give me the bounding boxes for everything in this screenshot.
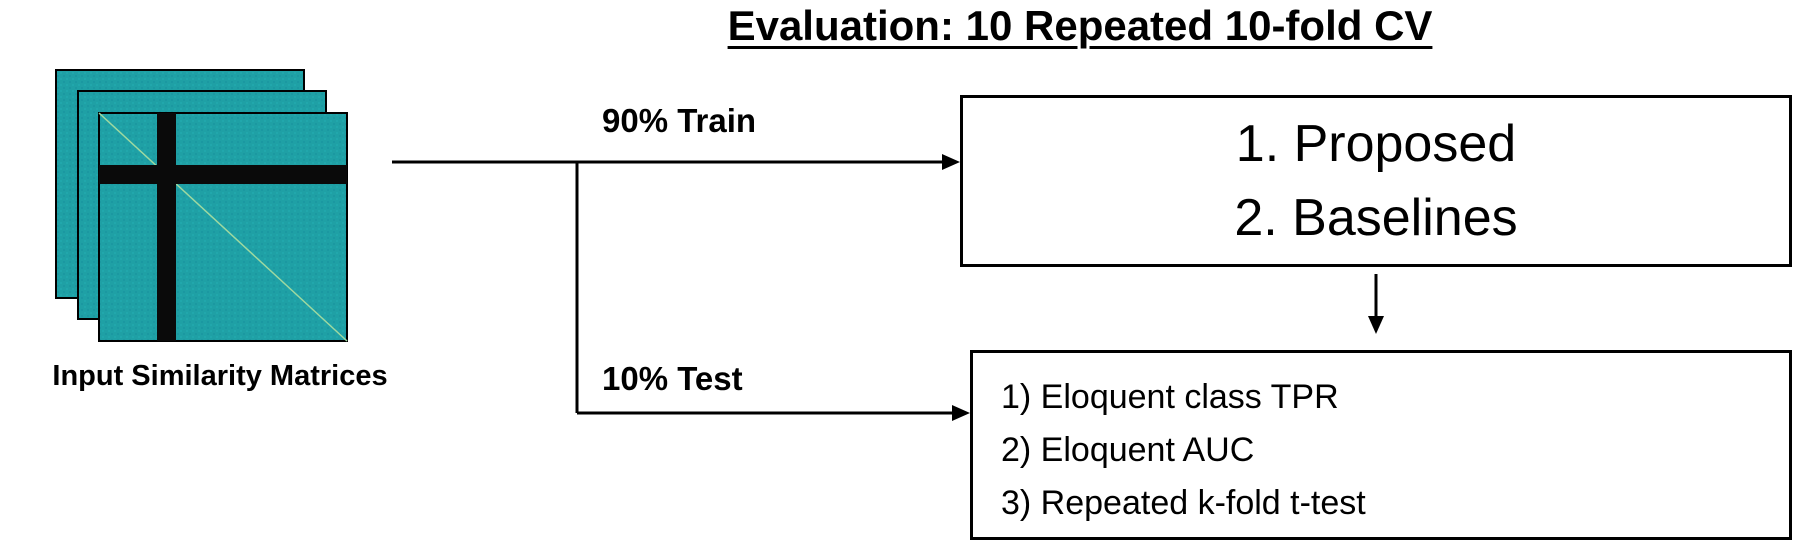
metric-tpr: 1) Eloquent class TPR (1001, 378, 1339, 416)
matrix-diagonal (98, 112, 348, 342)
arrowheads (942, 154, 1384, 421)
flow-arrows (392, 160, 1378, 415)
input-caption: Input Similarity Matrices (52, 360, 388, 392)
matrix-row-band (99, 165, 347, 184)
train-arrowhead (942, 154, 960, 170)
similarity-matrix-stack (55, 69, 348, 342)
train-split-label: 90% Train (602, 102, 757, 139)
down-arrowhead (1368, 316, 1384, 334)
metrics-box: 1) Eloquent class TPR 2) Eloquent AUC 3)… (970, 350, 1792, 540)
test-arrowhead (952, 405, 970, 421)
method-proposed: 1. Proposed (1235, 115, 1517, 173)
test-split-label: 10% Test (602, 360, 743, 397)
diagram-title: Evaluation: 10 Repeated 10-fold CV (727, 2, 1433, 49)
metric-auc: 2) Eloquent AUC (1001, 431, 1255, 469)
metric-ttest: 3) Repeated k-fold t-test (1001, 484, 1366, 522)
matrix-column-band (157, 113, 176, 341)
methods-box: 1. Proposed 2. Baselines (960, 95, 1792, 267)
method-baselines: 2. Baselines (1234, 189, 1518, 247)
